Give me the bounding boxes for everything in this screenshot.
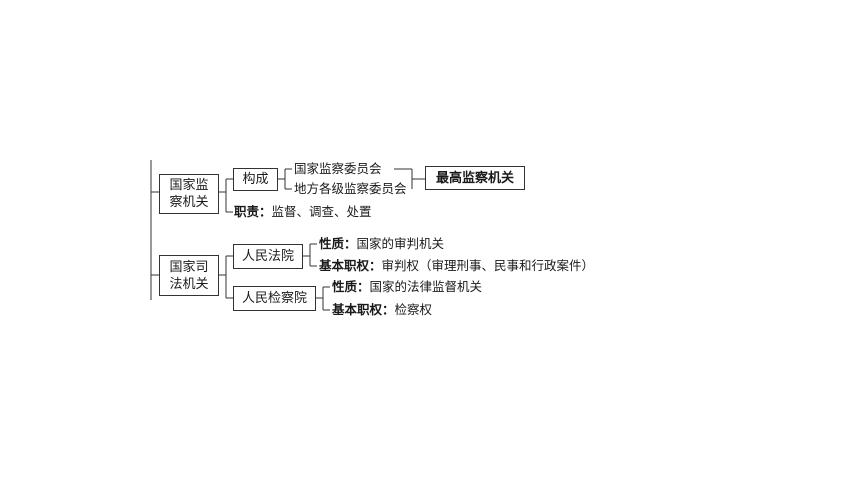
gouche-label: 构成 [242,172,269,187]
gouche-box: 构成 [233,168,278,191]
court-box: 人民法院 [233,244,303,269]
sifa-title-line1: 国家司 [169,259,209,275]
court-name: 人民法院 [241,249,294,264]
jiancha-title-line1: 国家监 [169,178,209,193]
duty-value: 监督、调查、处置 [271,204,372,219]
duty-row: 职责：监督、调查、处置 [234,204,372,220]
member-local: 地方各级监察委员会 [294,181,407,196]
procuratorate-power-label: 基本职权： [332,302,395,317]
jiancha-title-box: 国家监 察机关 [159,174,219,214]
court-nature-value: 国家的审判机关 [356,236,445,251]
court-nature-row: 性质：国家的审判机关 [319,236,444,252]
procuratorate-nature-label: 性质： [332,279,370,294]
highest-label: 最高监察机关 [435,170,514,186]
procuratorate-power-value: 检察权 [394,302,433,317]
procuratorate-power-row: 基本职权：检察权 [332,302,432,318]
highest-box: 最高监察机关 [425,166,525,190]
sifa-title-line2: 法机关 [169,276,209,292]
procuratorate-nature-value: 国家的法律监督机关 [369,279,483,294]
jiancha-title-line2: 察机关 [169,195,209,210]
procuratorate-name: 人民检察院 [241,291,307,306]
court-power-value: 审判权（审理刑事、民事和行政案件） [381,258,595,273]
duty-label: 职责： [234,204,272,219]
procuratorate-nature-row: 性质：国家的法律监督机关 [332,279,482,295]
procuratorate-box: 人民检察院 [233,286,316,311]
court-power-row: 基本职权：审判权（审理刑事、民事和行政案件） [319,258,594,274]
court-power-label: 基本职权： [319,258,382,273]
sifa-title-box: 国家司 法机关 [159,255,219,296]
court-nature-label: 性质： [319,236,357,251]
member-national: 国家监察委员会 [294,161,382,176]
